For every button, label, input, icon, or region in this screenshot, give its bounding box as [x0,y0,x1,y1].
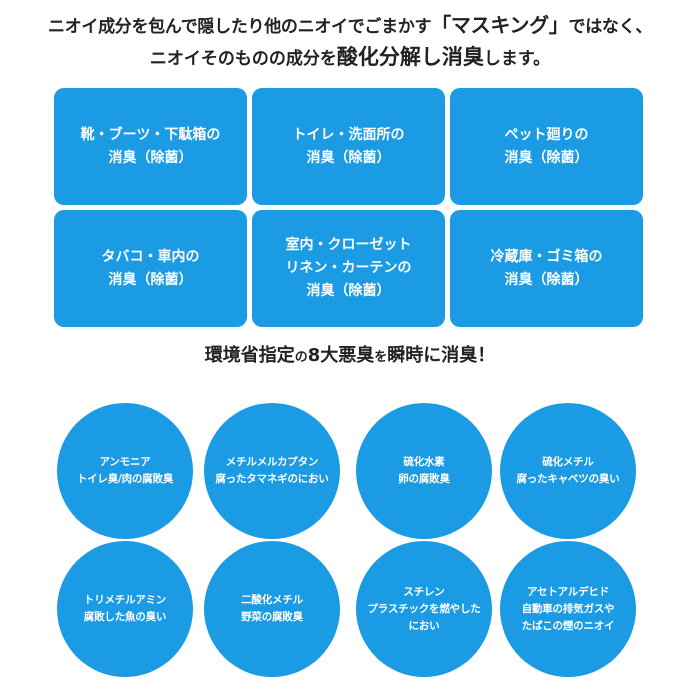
odor-circle: アンモニア トイレ臭/肉の腐敗臭 [57,403,193,539]
use-case-grid: 靴・ブーツ・下駄箱の 消臭（除菌） トイレ・洗面所の 消臭（除菌） ペット廻りの… [54,88,645,327]
use-case-box: 室内・クローゼット リネン・カーテンの 消臭（除菌） [252,210,445,327]
headline-line-1: ニオイ成分を包んで隠したり他のニオイでごまかす「マスキング」ではなく、 [0,10,700,42]
subtitle-part: を [374,350,388,365]
odor-label: メチルメルカプタン 腐ったタマネギのにおい [215,456,329,485]
headline-line-1-prefix: ニオイ成分を包んで隠したり他のニオイでごまかす [47,17,432,37]
subtitle-part: の [294,350,308,365]
odor-circle: 二酸化メチル 野菜の腐敗臭 [204,541,340,677]
subtitle-part: 8大悪臭 [307,345,375,366]
headline: ニオイ成分を包んで隠したり他のニオイでごまかす「マスキング」ではなく、 ニオイそ… [0,10,700,74]
use-case-label: ペット廻りの 消臭（除菌） [504,126,589,166]
odor-label: 硫化メチル 腐ったキャベツの臭い [516,456,620,485]
odor-circle: メチルメルカプタン 腐ったタマネギのにおい [204,403,340,539]
use-case-box: ペット廻りの 消臭（除菌） [450,88,643,205]
odor-circle: 硫化メチル 腐ったキャベツの臭い [500,403,636,539]
odor-label: 硫化水素 卵の腐敗臭 [398,456,450,485]
headline-emphasis: 酸化分解し消臭 [336,45,484,69]
headline-masking-term: 「マスキング」 [431,13,569,37]
odor-label: 二酸化メチル 野菜の腐敗臭 [241,594,303,623]
odor-label: スチレン プラスチックを燃やした におい [367,585,481,632]
odor-circle: アセトアルデヒド 自動車の排気ガスや たばこの煙のニオイ [500,541,636,677]
use-case-box: 冷蔵庫・ゴミ箱の 消臭（除菌） [450,210,643,327]
headline-line-2: ニオイそのものの成分を酸化分解し消臭します。 [0,42,700,74]
use-case-box: 靴・ブーツ・下駄箱の 消臭（除菌） [54,88,247,205]
use-case-label: 冷蔵庫・ゴミ箱の 消臭（除菌） [490,248,603,288]
odor-label: アセトアルデヒド 自動車の排気ガスや たばこの煙のニオイ [521,585,615,632]
use-case-label: トイレ・洗面所の 消臭（除菌） [292,126,405,166]
use-case-label: タバコ・車内の 消臭（除菌） [101,248,200,288]
odor-circle: スチレン プラスチックを燃やした におい [356,541,492,677]
odor-label: アンモニア トイレ臭/肉の腐敗臭 [76,456,174,485]
use-case-box: トイレ・洗面所の 消臭（除菌） [252,88,445,205]
headline-line-1-suffix: ではなく、 [568,17,653,37]
odor-section-title: 環境省指定の8大悪臭を瞬時に消臭！ [0,341,700,367]
odor-circle: 硫化水素 卵の腐敗臭 [356,403,492,539]
subtitle-part: 瞬時に消臭！ [387,345,496,366]
odor-label: トリメチルアミン 腐敗した魚の臭い [83,594,167,623]
use-case-box: タバコ・車内の 消臭（除菌） [54,210,247,327]
subtitle-part: 環境省指定 [204,345,295,366]
headline-line-2-prefix: ニオイそのものの成分を [149,49,337,69]
use-case-label: 靴・ブーツ・下駄箱の 消臭（除菌） [80,126,221,166]
use-case-label: 室内・クローゼット リネン・カーテンの 消臭（除菌） [285,237,412,299]
headline-line-2-suffix: します。 [483,49,551,69]
odor-circle: トリメチルアミン 腐敗した魚の臭い [57,541,193,677]
